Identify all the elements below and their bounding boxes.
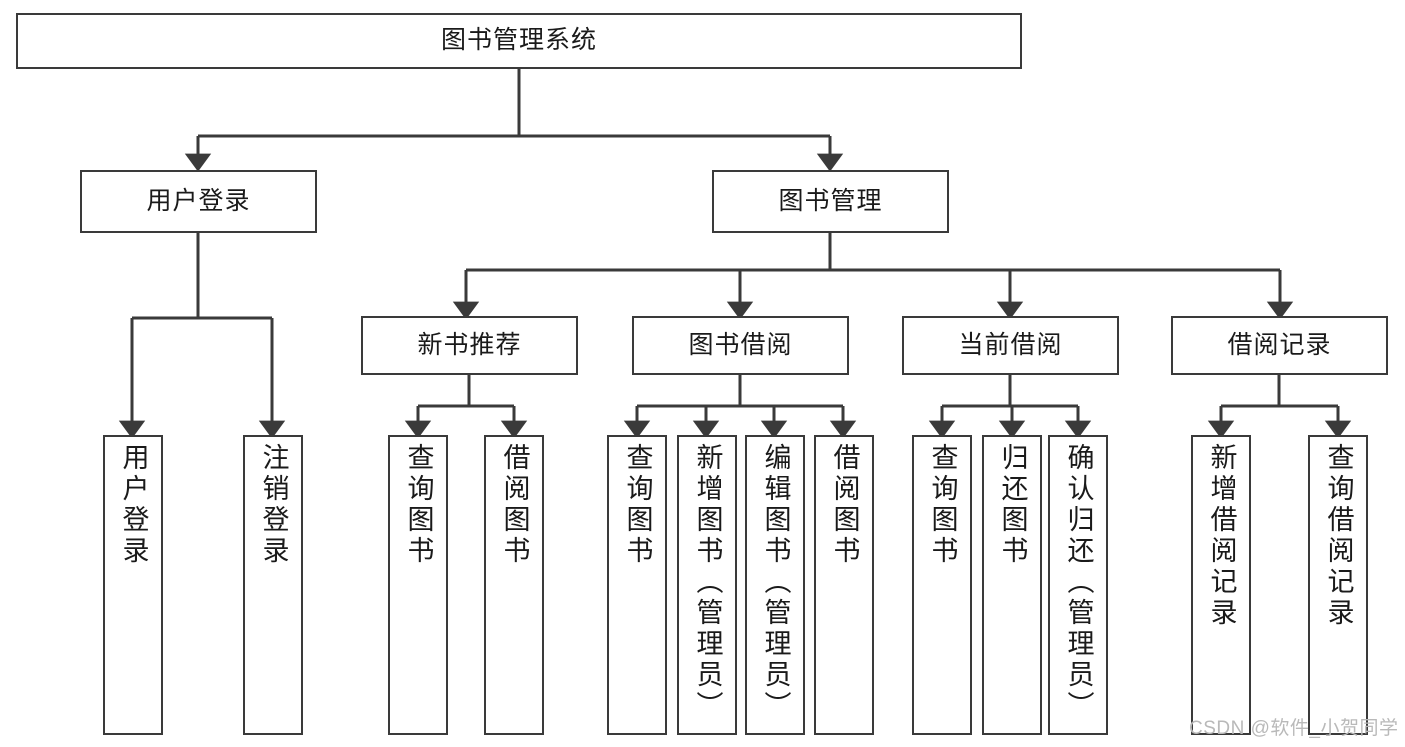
node-user-login-label: 用户登录 xyxy=(146,186,251,215)
node-user-login[interactable]: 用户登录 xyxy=(80,170,317,233)
node-borrow-record-label: 借阅记录 xyxy=(1227,330,1332,359)
node-leaf-return-book-label: 归还图书 xyxy=(997,443,1028,567)
node-leaf-query-book-2[interactable]: 查询图书 xyxy=(607,435,667,735)
csdn-watermark: CSDN @软件_小贺同学 xyxy=(1189,718,1399,739)
node-leaf-query-book-3[interactable]: 查询图书 xyxy=(912,435,972,735)
node-leaf-add-book[interactable]: 新增图书（管理员） xyxy=(677,435,737,735)
node-book-borrow-label: 图书借阅 xyxy=(688,330,793,359)
node-leaf-borrow-book-1[interactable]: 借阅图书 xyxy=(484,435,544,735)
node-leaf-borrow-book-2-label: 借阅图书 xyxy=(829,443,860,567)
node-book-borrow[interactable]: 图书借阅 xyxy=(632,316,849,375)
node-leaf-edit-book[interactable]: 编辑图书（管理员） xyxy=(745,435,805,735)
node-leaf-query-book-2-label: 查询图书 xyxy=(622,443,653,567)
node-leaf-add-book-label: 新增图书（管理员） xyxy=(692,443,723,722)
node-leaf-confirm-return[interactable]: 确认归还（管理员） xyxy=(1048,435,1108,735)
node-leaf-query-book-3-label: 查询图书 xyxy=(927,443,958,567)
node-leaf-query-book-1[interactable]: 查询图书 xyxy=(388,435,448,735)
node-root-label: 图书管理系统 xyxy=(440,26,597,55)
node-leaf-query-record[interactable]: 查询借阅记录 xyxy=(1308,435,1368,735)
node-new-book-recommend[interactable]: 新书推荐 xyxy=(361,316,578,375)
node-leaf-logout[interactable]: 注销登录 xyxy=(243,435,303,735)
node-leaf-add-record[interactable]: 新增借阅记录 xyxy=(1191,435,1251,735)
node-leaf-confirm-return-label: 确认归还（管理员） xyxy=(1063,443,1094,722)
node-leaf-logout-label: 注销登录 xyxy=(258,443,289,567)
node-leaf-return-book[interactable]: 归还图书 xyxy=(982,435,1042,735)
node-leaf-borrow-book-2[interactable]: 借阅图书 xyxy=(814,435,874,735)
node-root[interactable]: 图书管理系统 xyxy=(16,13,1022,69)
node-leaf-query-book-1-label: 查询图书 xyxy=(403,443,434,567)
node-leaf-add-record-label: 新增借阅记录 xyxy=(1206,443,1237,629)
node-leaf-user-login-label: 用户登录 xyxy=(118,443,149,567)
node-borrow-record[interactable]: 借阅记录 xyxy=(1171,316,1388,375)
node-leaf-borrow-book-1-label: 借阅图书 xyxy=(499,443,530,567)
node-new-book-recommend-label: 新书推荐 xyxy=(417,330,522,359)
node-leaf-user-login[interactable]: 用户登录 xyxy=(103,435,163,735)
node-current-borrow-label: 当前借阅 xyxy=(958,330,1063,359)
node-book-manage[interactable]: 图书管理 xyxy=(712,170,949,233)
node-leaf-query-record-label: 查询借阅记录 xyxy=(1323,443,1354,629)
node-leaf-edit-book-label: 编辑图书（管理员） xyxy=(760,443,791,722)
node-current-borrow[interactable]: 当前借阅 xyxy=(902,316,1119,375)
node-book-manage-label: 图书管理 xyxy=(778,186,883,215)
